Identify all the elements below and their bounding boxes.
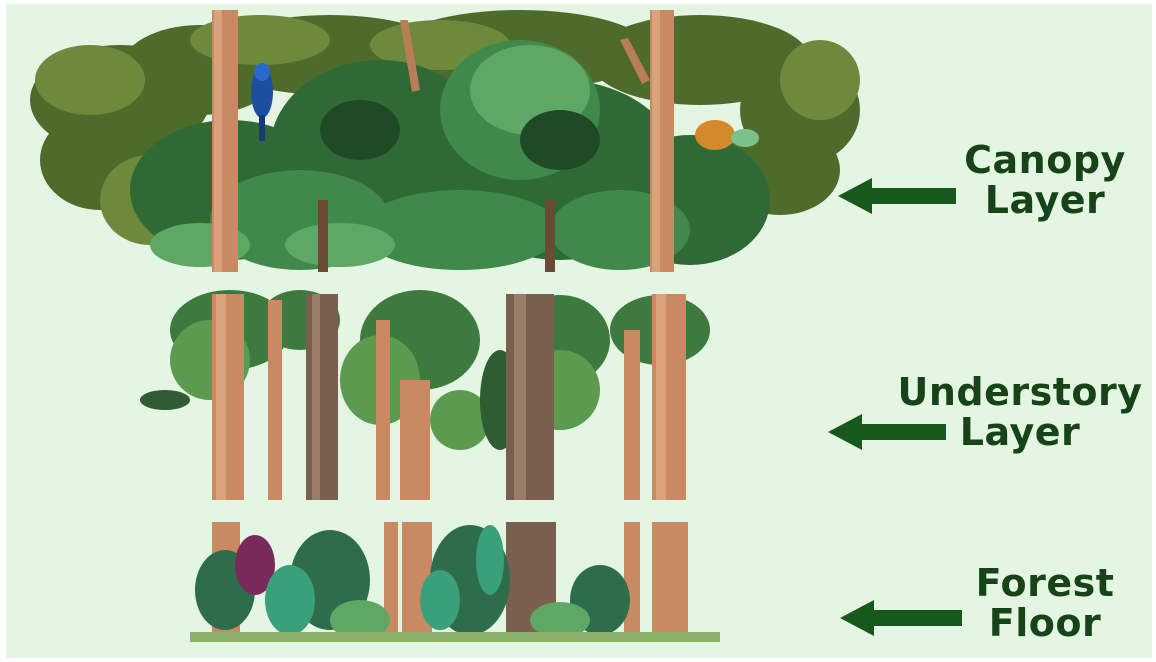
forest-floor-band: [190, 522, 720, 642]
forest-floor-arrow-icon: [840, 600, 962, 636]
canopy-arrow-icon: [838, 178, 956, 214]
canopy-layer-label: Canopy Layer: [950, 140, 1140, 220]
understory-arrow-icon: [828, 414, 946, 450]
canopy-band: [30, 10, 860, 294]
forest-floor-label: Forest Floor: [955, 563, 1135, 643]
understory-band: [140, 290, 760, 522]
